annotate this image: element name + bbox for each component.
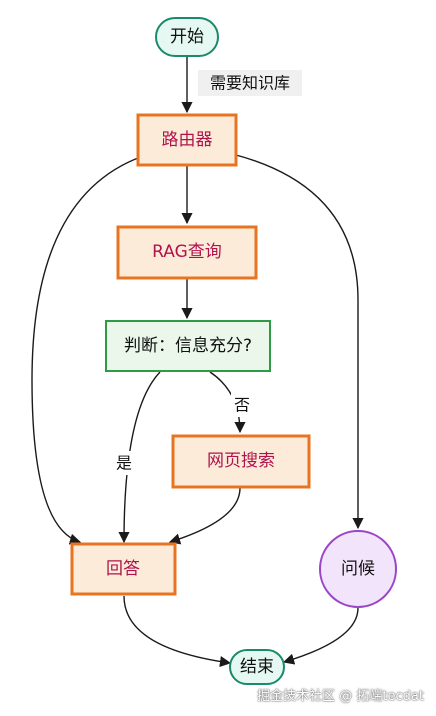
end-node: 结束 [229, 649, 285, 685]
edge-judge-answer [118, 371, 161, 544]
start-node-label: 开始 [170, 27, 204, 47]
watermark: 掘金技术社区 @ 拓端tecdat [257, 689, 424, 704]
edge-label-no: 否 [231, 393, 253, 417]
edge-label-needs-kb: 需要知识库 [198, 70, 302, 96]
web-search-node: 网页搜索 [171, 434, 311, 489]
judge-node-label: 判断：信息充分? [124, 336, 252, 356]
edge-label-needs-kb-text: 需要知识库 [210, 74, 290, 93]
greet-node: 问候 [319, 530, 397, 608]
router-node: 路由器 [136, 113, 238, 167]
edge-answer-end [123, 595, 232, 668]
edge-router-answer [31, 157, 139, 545]
edge-websearch-answer [168, 487, 241, 545]
router-node-label: 路由器 [162, 130, 213, 150]
end-node-label: 结束 [240, 657, 274, 677]
start-node: 开始 [155, 17, 219, 57]
edge-label-yes: 是 [113, 451, 135, 475]
edge-router-greet [235, 154, 364, 530]
web-search-node-label: 网页搜索 [207, 451, 275, 471]
answer-node-label: 回答 [106, 559, 140, 579]
judge-node: 判断：信息充分? [105, 320, 271, 372]
greet-node-label: 问候 [341, 559, 375, 579]
rag-query-node-label: RAG查询 [152, 242, 222, 262]
rag-query-node: RAG查询 [116, 225, 258, 280]
edges [31, 57, 364, 668]
answer-node: 回答 [70, 542, 177, 596]
edge-label-no-text: 否 [234, 396, 250, 415]
edge-label-yes-text: 是 [116, 454, 132, 473]
edge-greet-end [282, 607, 359, 665]
